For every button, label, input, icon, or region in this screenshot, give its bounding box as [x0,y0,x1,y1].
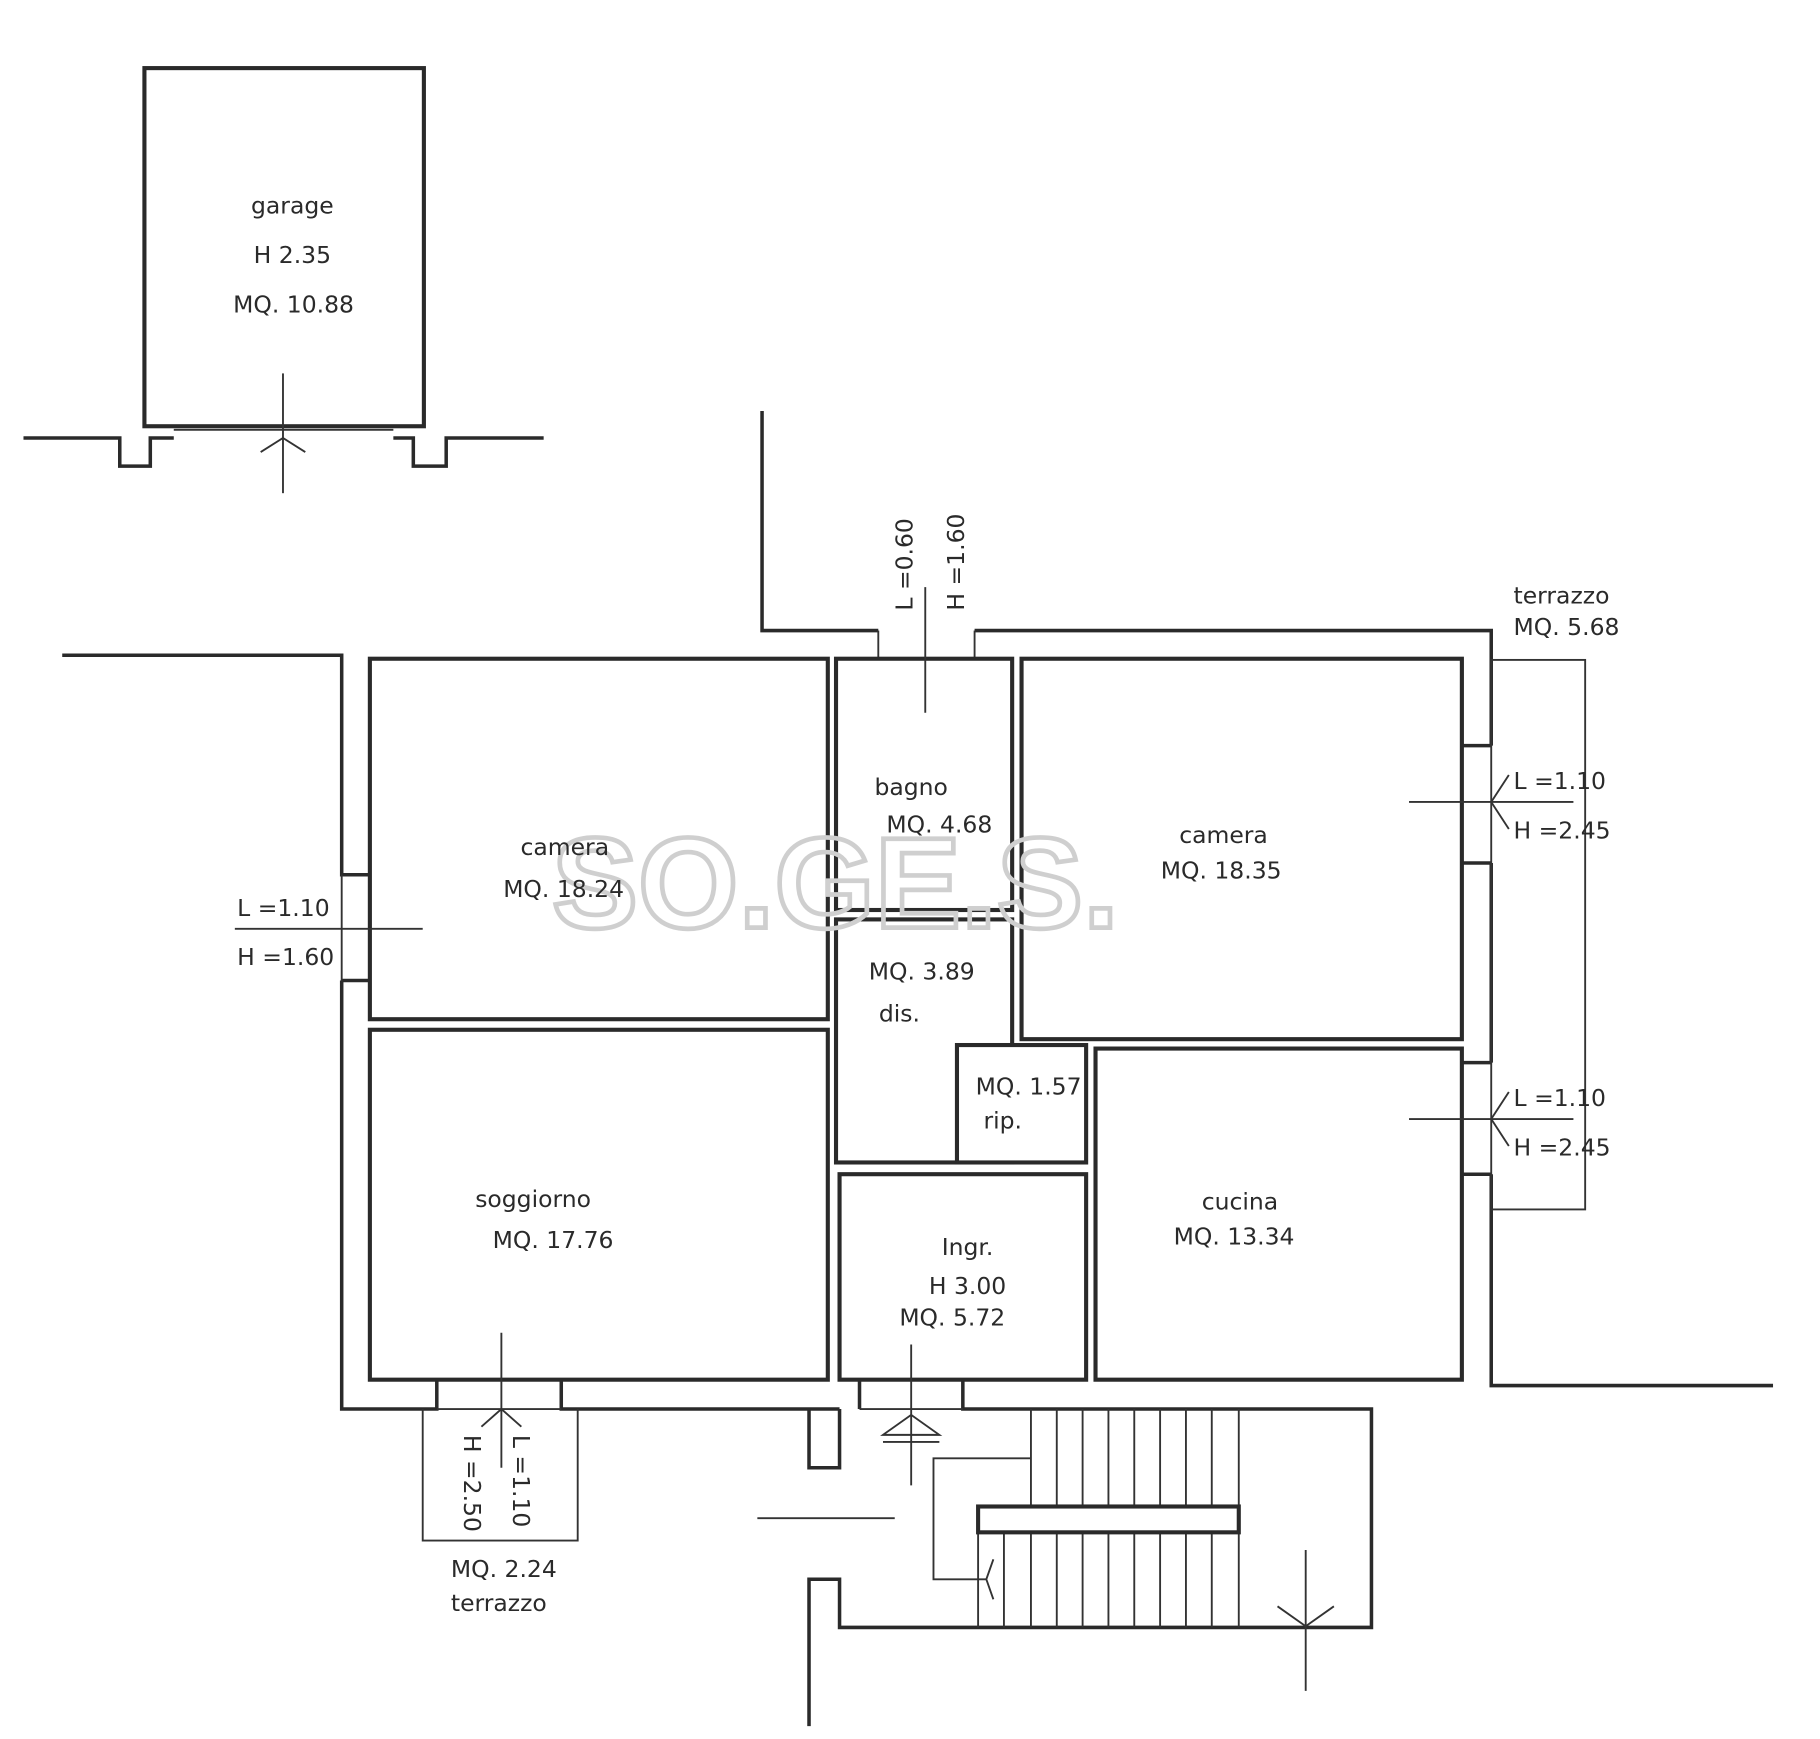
terrace-right-label: terrazzo [1514,582,1610,610]
room-rip [954,1042,1089,1165]
window-bagno-width: L =0.60 [890,518,918,610]
room-bagno [833,656,1015,913]
cucina-label: cucina [1202,1187,1278,1215]
room-camera-left [367,656,830,1022]
terrace-bottom [421,1409,579,1542]
bagno-area: MQ. 4.68 [886,811,992,839]
window-bagno-height: H =1.60 [942,514,970,611]
room-ingr [837,1172,1089,1382]
garage-label: garage [251,192,334,220]
camera-left-label: camera [520,833,609,861]
room-cucina [1093,1046,1464,1382]
rooms [367,656,1464,1382]
stairwell [757,1344,1374,1727]
ingr-area: MQ. 5.72 [899,1304,1005,1332]
rip-area: MQ. 1.57 [976,1072,1082,1100]
dis-area: MQ. 3.89 [869,957,975,985]
dis-label: dis. [879,1000,920,1028]
camera-left-area: MQ. 18.24 [503,875,624,903]
outer-walls [62,410,1774,1411]
window-cucina-width: L =1.10 [1514,1084,1606,1112]
window-camera-right-height: H =2.45 [1514,816,1611,844]
garage: garage H 2.35 MQ. 10.88 [23,66,544,494]
window-cucina-height: H =2.45 [1514,1133,1611,1161]
window-camera-left-width: L =1.10 [237,894,329,922]
window-soggiorno-height: H =2.50 [458,1435,486,1532]
window-soggiorno-width: L =1.10 [507,1435,535,1527]
terrace-bottom-label: terrazzo [451,1589,547,1617]
soggiorno-label: soggiorno [475,1185,591,1213]
bagno-label: bagno [874,773,947,801]
room-camera-right [1019,656,1464,1042]
stair-direction-line [932,1457,1031,1581]
window-camera-left-height: H =1.60 [237,943,334,971]
terrace-right-area: MQ. 5.68 [1514,613,1620,641]
watermark: SO.GE.S. [552,812,1119,956]
ingr-height: H 3.00 [929,1272,1006,1300]
camera-right-area: MQ. 18.35 [1161,856,1282,884]
soggiorno-area: MQ. 17.76 [493,1226,614,1254]
ingr-label: Ingr. [942,1233,994,1261]
window-camera-right-width: L =1.10 [1514,767,1606,795]
window-markers [234,587,1574,1468]
camera-right-label: camera [1179,821,1268,849]
terrace-bottom-area: MQ. 2.24 [451,1555,557,1583]
rip-label: rip. [983,1106,1022,1134]
garage-height: H 2.35 [254,241,331,269]
stair-landing [976,1504,1241,1535]
garage-area: MQ. 10.88 [233,290,354,318]
cucina-area: MQ. 13.34 [1174,1223,1295,1251]
terrace-right [1490,658,1587,1211]
room-soggiorno [367,1027,830,1382]
